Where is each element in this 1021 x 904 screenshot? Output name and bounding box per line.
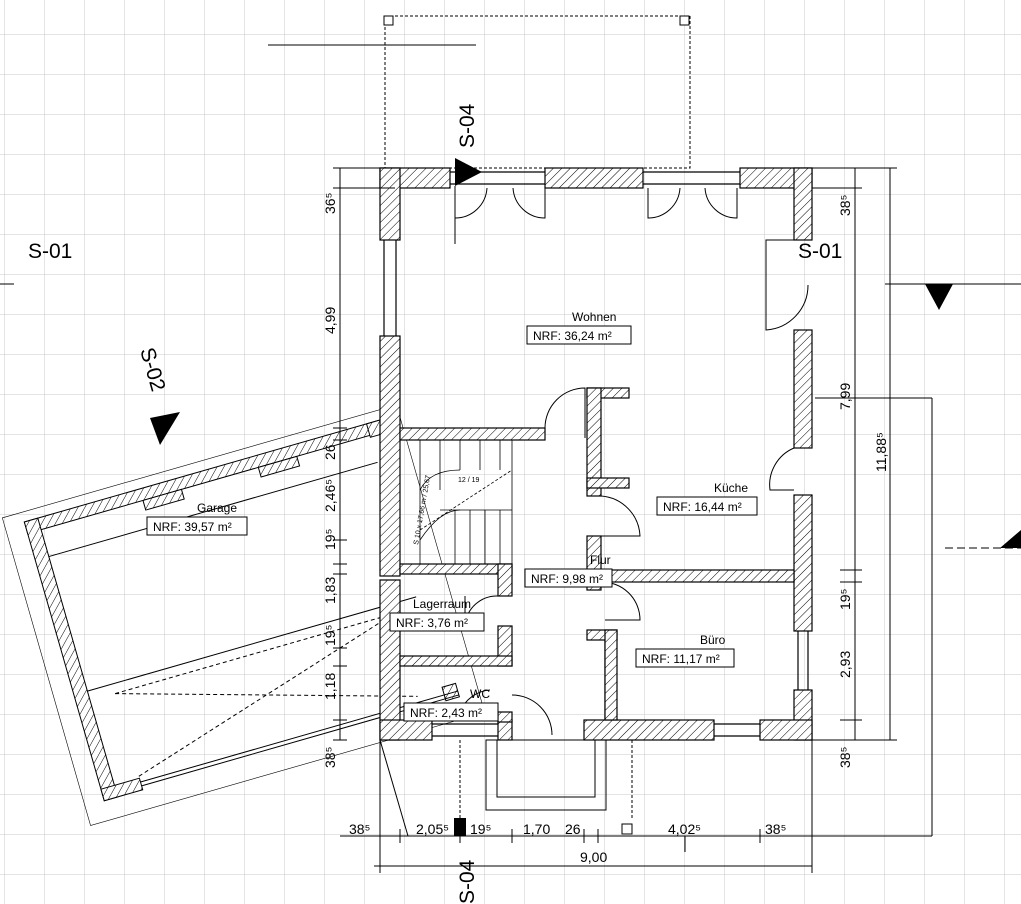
stair-label-b: 12 / 19 — [458, 477, 480, 484]
dim-bottom-4: 1,70 — [523, 821, 550, 837]
section-arrow-icon — [925, 284, 953, 310]
dim-right-outer: 11,88⁵ — [873, 432, 889, 472]
garage — [1, 404, 486, 826]
room-garage: Garage NRF: 39,57 m² — [146, 501, 248, 536]
dim-bottom-7: 38⁵ — [765, 821, 786, 837]
dim-left-6: 1,83 — [322, 577, 338, 604]
dim-bottom-2: 2,05⁵ — [416, 821, 449, 837]
section-mark-s04-bottom: S-04 — [456, 859, 479, 904]
dim-right-5: 38⁵ — [837, 747, 853, 768]
room-area: NRF: 3,76 m² — [396, 616, 468, 630]
terrace-post — [383, 15, 394, 26]
dimension-bottom — [340, 739, 932, 873]
section-arrow-icon — [1000, 530, 1021, 548]
section-mark-s01-right: S-01 — [798, 240, 842, 263]
room-name: WC — [470, 687, 490, 701]
dim-bottom-6: 4,02⁵ — [668, 821, 701, 837]
room-name: Küche — [714, 481, 748, 495]
room-flur: Flur NRF: 9,98 m² — [524, 553, 613, 588]
dim-right-3: 19⁵ — [837, 589, 853, 610]
section-arrow-icon — [150, 412, 180, 445]
room-area: NRF: 2,43 m² — [410, 706, 482, 720]
section-arrow-icon — [455, 158, 482, 186]
section-arrow-icon — [454, 818, 466, 836]
dim-left-1: 36⁵ — [322, 193, 338, 214]
room-area: NRF: 39,57 m² — [153, 520, 232, 534]
room-name: Lagerraum — [413, 597, 471, 611]
room-lagerraum: Lagerraum NRF: 3,76 m² — [389, 597, 485, 632]
post-marker — [621, 823, 633, 835]
dimension-left — [333, 167, 395, 741]
dim-right-4: 2,93 — [837, 651, 853, 678]
dim-left-2: 4,99 — [322, 307, 338, 334]
dim-right-1: 38⁵ — [837, 195, 853, 216]
room-kueche: Küche NRF: 16,44 m² — [656, 481, 758, 516]
room-area: NRF: 9,98 m² — [531, 572, 603, 586]
section-mark-s04-top: S-04 — [456, 103, 479, 148]
dim-bottom-3: 19⁵ — [470, 821, 491, 837]
room-buero: Büro NRF: 11,17 m² — [635, 633, 735, 668]
house-walls — [379, 167, 813, 741]
dimension-right — [812, 167, 933, 836]
room-wohnen: Wohnen NRF: 36,24 m² — [526, 310, 632, 345]
dim-right-2: 7,99 — [837, 383, 853, 410]
dim-left-8: 1,18 — [322, 673, 338, 700]
dim-bottom-5: 26 — [565, 821, 581, 837]
room-name: Garage — [197, 501, 237, 515]
dim-left-9: 38⁵ — [322, 747, 338, 768]
room-name: Büro — [700, 633, 726, 647]
dim-bottom-total: 9,00 — [580, 849, 607, 865]
dim-left-7: 19⁵ — [322, 625, 338, 646]
dim-left-5: 19⁵ — [322, 529, 338, 550]
dim-bottom-1: 38⁵ — [349, 821, 370, 837]
dim-left-3: 26 — [322, 444, 338, 460]
room-name: Flur — [590, 553, 611, 567]
entrance-steps — [459, 739, 633, 820]
dim-left-4: 2,46⁵ — [322, 479, 338, 512]
room-area: NRF: 36,24 m² — [533, 329, 612, 343]
door-swings — [454, 187, 809, 736]
terrace-post — [679, 15, 690, 26]
room-name: Wohnen — [572, 310, 616, 324]
room-area: NRF: 16,44 m² — [663, 500, 742, 514]
room-wc: WC NRF: 2,43 m² — [403, 687, 499, 722]
section-mark-s01-left: S-01 — [28, 240, 72, 263]
terrace-outline — [384, 15, 691, 169]
staircase — [399, 439, 513, 565]
room-area: NRF: 11,17 m² — [642, 652, 720, 666]
